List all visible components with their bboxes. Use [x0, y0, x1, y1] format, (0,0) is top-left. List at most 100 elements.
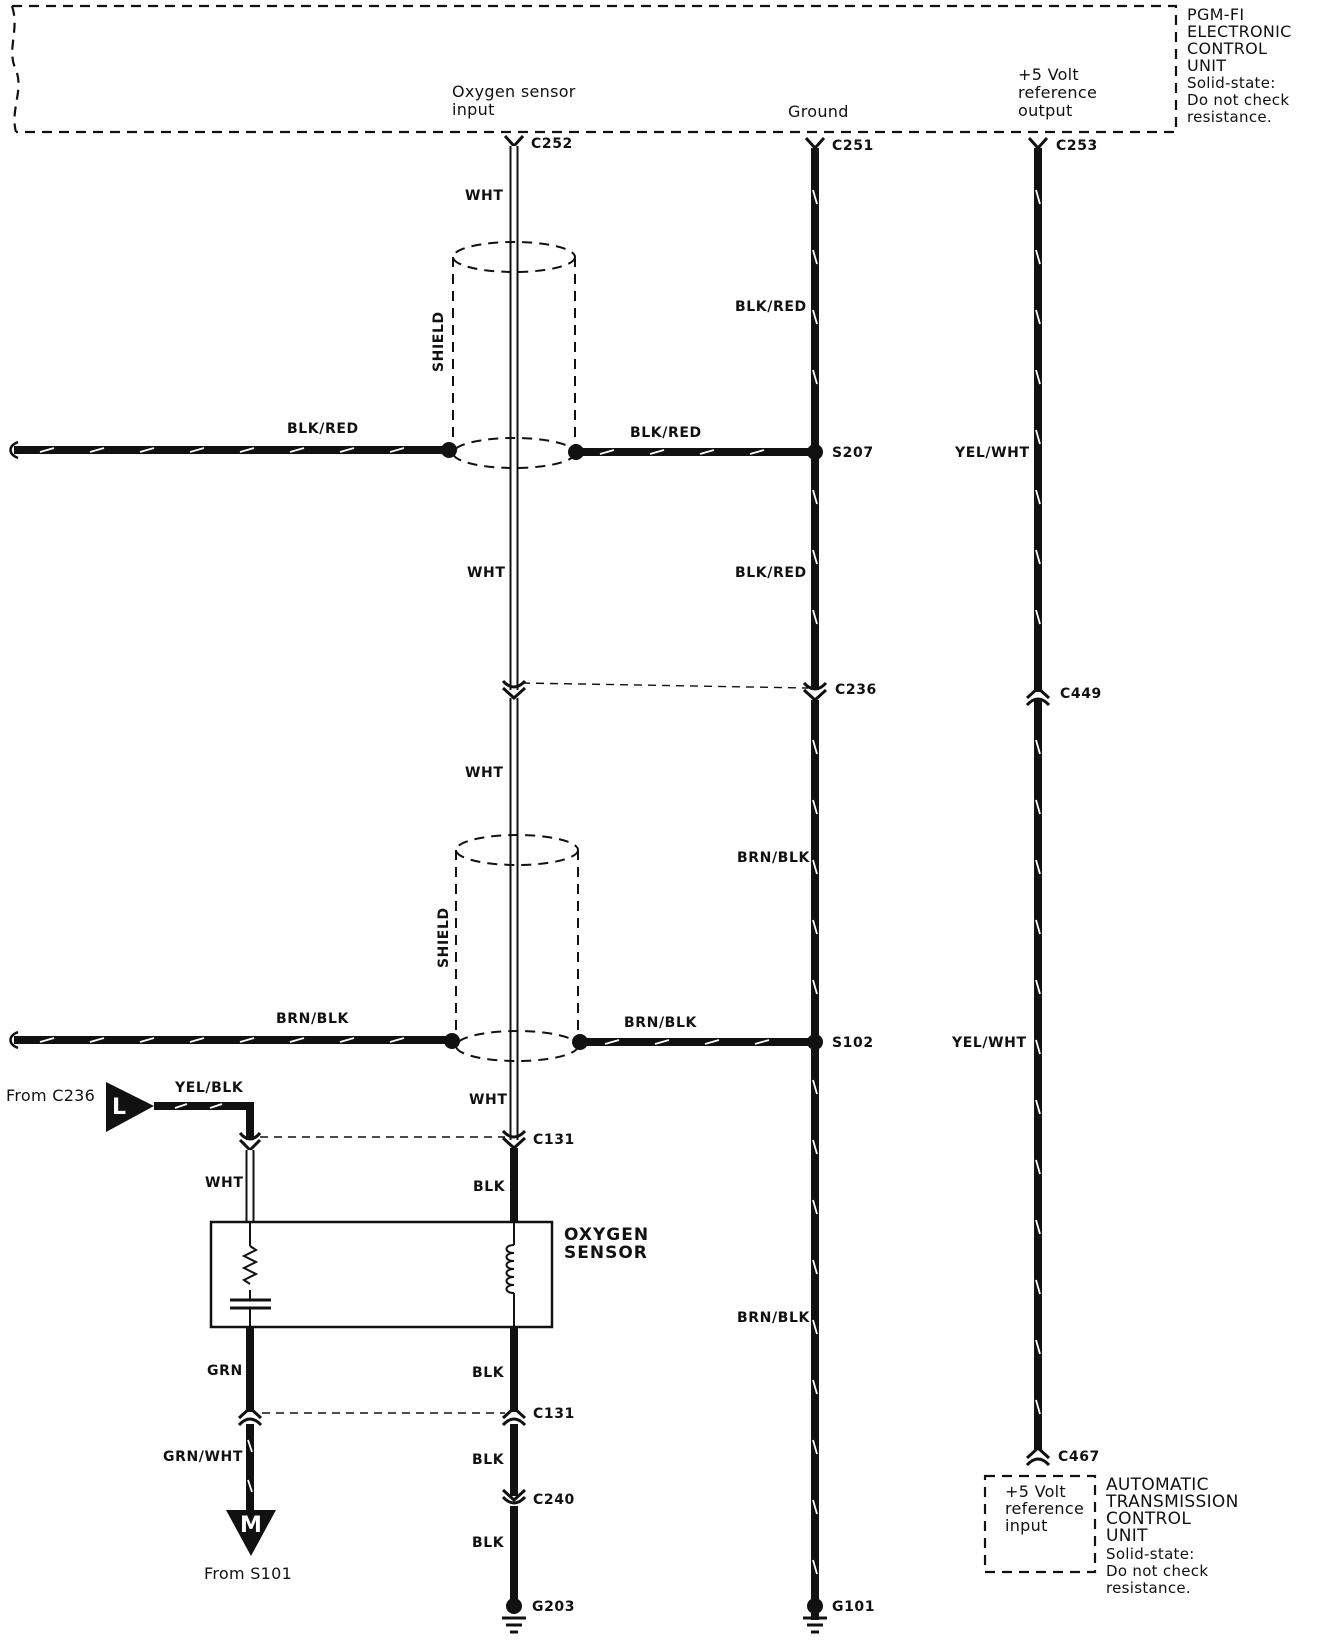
tcu-name-line-1: AUTOMATIC — [1106, 1475, 1209, 1495]
g101-label: G101 — [832, 1599, 875, 1615]
m-marker-letter: M — [240, 1513, 262, 1538]
wire-label-grn-wht: GRN/WHT — [163, 1449, 243, 1465]
tcu-pin-line-2: reference — [1005, 1499, 1084, 1518]
tcu-name-line-2: TRANSMISSION — [1105, 1492, 1239, 1512]
s102-splice-dot — [807, 1034, 823, 1050]
c253-connector-icon — [1027, 136, 1049, 151]
wire-label-blk-red-right: BLK/RED — [630, 425, 702, 441]
tcu-pin-line-3: input — [1005, 1516, 1048, 1535]
c240-connector-icon — [501, 1488, 527, 1505]
wire-label-brn-blk-2: BRN/BLK — [737, 1310, 810, 1326]
c131-bottom-label: C131 — [533, 1406, 575, 1422]
c236-label: C236 — [835, 682, 877, 698]
g203-ground-icon — [502, 1598, 526, 1634]
wire-label-wht-3: WHT — [465, 765, 504, 781]
from-s101-label: From S101 — [204, 1564, 292, 1583]
c449-connector-icon — [1025, 685, 1051, 707]
c131-bottom-connector-icon — [237, 1405, 527, 1427]
wire-label-wht-sensor: WHT — [205, 1175, 244, 1191]
pin-ground-label: Ground — [788, 102, 849, 121]
s102-label: S102 — [832, 1035, 874, 1051]
yel-blk-wire-stripes — [174, 1103, 223, 1109]
c131-top-connector-icon — [238, 1129, 527, 1153]
grn-wht-wire-stripes — [247, 1439, 253, 1493]
wire-label-brn-blk-right: BRN/BLK — [624, 1015, 697, 1031]
shield-2-right-drain-dot — [572, 1034, 588, 1050]
ecu-name-line-3: CONTROL — [1187, 39, 1267, 58]
l-marker-letter: L — [112, 1095, 126, 1120]
wire-label-blk-3: BLK — [472, 1452, 505, 1468]
oxygen-sensor-title-2: SENSOR — [564, 1243, 648, 1263]
blk-red-horizontal-stripes — [39, 447, 765, 455]
wire-label-blk-1: BLK — [473, 1179, 506, 1195]
shield-label-2: SHIELD — [436, 907, 452, 968]
wire-label-wht-1: WHT — [465, 188, 504, 204]
c449-label: C449 — [1060, 686, 1102, 702]
c467-label: C467 — [1058, 1449, 1100, 1465]
ecu-name-line-4: UNIT — [1187, 56, 1226, 75]
pin-ref-output-line-1: +5 Volt — [1018, 65, 1079, 84]
ecu-name: PGM-FI ELECTRONIC CONTROL UNIT Solid-sta… — [1187, 5, 1292, 126]
c251-connector-icon — [804, 136, 826, 151]
connector-marks-top — [503, 134, 1049, 151]
ground-wire-stripes — [812, 189, 818, 1575]
tcu-box — [983, 1474, 1097, 1574]
pin-ref-output-line-2: reference — [1018, 83, 1097, 102]
resistor-icon — [241, 1245, 259, 1285]
shield-label-1: SHIELD — [431, 311, 447, 372]
oxygen-sensor-title-1: OXYGEN — [564, 1225, 649, 1245]
tcu-name-line-4: UNIT — [1106, 1526, 1148, 1546]
c131-top-label: C131 — [533, 1132, 575, 1148]
brn-blk-horizontal-stripes — [39, 1037, 770, 1045]
yel-wht-wire-stripes — [1035, 189, 1041, 1415]
c253-label: C253 — [1056, 138, 1098, 154]
wire-label-blk-red-2: BLK/RED — [735, 565, 807, 581]
blk-red-horizontal — [9, 440, 815, 460]
tcu-name-line-3: CONTROL — [1106, 1509, 1191, 1529]
ecu-note-line-3: resistance. — [1187, 108, 1272, 126]
s207-label: S207 — [832, 445, 874, 461]
pin-ref-output-line-3: output — [1018, 101, 1073, 120]
wire-label-wht-4: WHT — [469, 1092, 508, 1108]
wire-label-blk-red-left: BLK/RED — [287, 421, 359, 437]
sensor-internals — [230, 1222, 515, 1327]
wire-label-brn-blk-1: BRN/BLK — [737, 850, 810, 866]
tcu-pin-line-1: +5 Volt — [1005, 1482, 1066, 1501]
pin-oxygen-input-line-2: input — [452, 100, 495, 119]
tcu-note-line-2: Do not check — [1106, 1562, 1208, 1580]
g203-label: G203 — [532, 1599, 575, 1615]
c251-label: C251 — [832, 138, 874, 154]
wire-label-yel-wht-2: YEL/WHT — [951, 1035, 1027, 1051]
shield-1-left-drain-dot — [441, 442, 457, 458]
shield-2-left-drain-dot — [444, 1033, 460, 1049]
wire-label-brn-blk-left: BRN/BLK — [276, 1011, 349, 1027]
ecu-note-line-1: Solid-state: — [1187, 74, 1276, 92]
shield-1-right-drain-dot — [568, 444, 584, 460]
pin-oxygen-input-line-1: Oxygen sensor — [452, 82, 576, 101]
ecu-name-line-2: ELECTRONIC — [1187, 22, 1292, 41]
tcu-note-line-3: resistance. — [1106, 1579, 1191, 1597]
l-offpage-marker-icon: L — [106, 1082, 154, 1132]
heater-coil-icon — [505, 1244, 515, 1294]
m-offpage-marker-icon: M — [226, 1510, 276, 1556]
c240-label: C240 — [533, 1492, 575, 1508]
c236-dashed-link — [521, 682, 809, 689]
s207-splice-dot — [807, 444, 823, 460]
wire-label-blk-red-1: BLK/RED — [735, 299, 807, 315]
c252-connector-icon — [503, 134, 525, 149]
tcu-name: AUTOMATIC TRANSMISSION CONTROL UNIT Soli… — [1105, 1475, 1239, 1597]
wire-label-blk-2: BLK — [472, 1365, 505, 1381]
ecu-box — [10, 4, 1178, 134]
from-c236-label: From C236 — [6, 1086, 95, 1105]
tcu-note-line-1: Solid-state: — [1106, 1545, 1195, 1563]
wire-label-yel-wht-1: YEL/WHT — [954, 445, 1030, 461]
yel-blk-wire — [154, 1102, 254, 1140]
wire-label-grn: GRN — [207, 1363, 243, 1379]
wire-label-blk-4: BLK — [472, 1535, 505, 1551]
wire-label-yel-blk: YEL/BLK — [174, 1080, 244, 1096]
c467-connector-icon — [1025, 1445, 1051, 1467]
c236-connector-icon — [501, 679, 828, 703]
ecu-name-line-1: PGM-FI — [1187, 5, 1244, 24]
g101-ground-icon — [803, 1598, 827, 1634]
